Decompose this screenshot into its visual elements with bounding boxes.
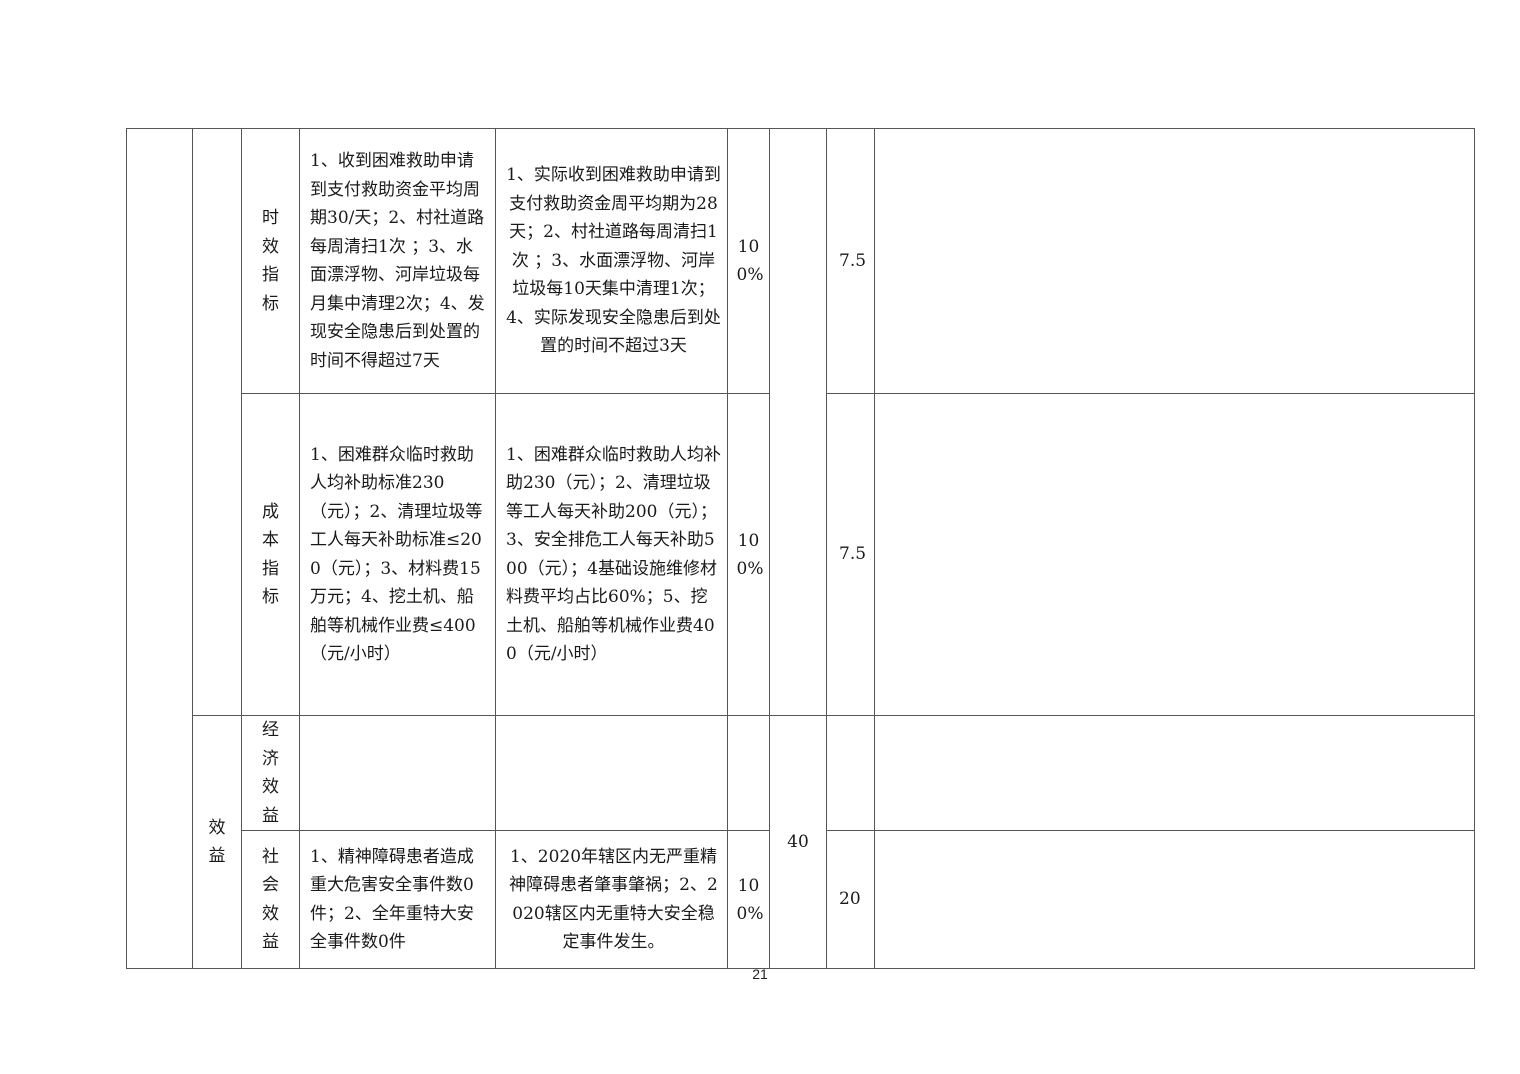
level2-cell bbox=[192, 128, 242, 716]
level1-cell bbox=[126, 128, 193, 969]
social-note bbox=[874, 830, 1475, 969]
table-row-cost: 成本指标 1、困难群众临时救助人均补助标准230（元）；2、清理垃圾等工人每天补… bbox=[127, 393, 1475, 716]
page-number: 21 bbox=[752, 966, 768, 982]
social-actual: 1、2020年辖区内无严重精神障碍患者肇事肇祸；2、2020辖区内无重特大安全稳… bbox=[495, 830, 728, 969]
economic-rate bbox=[727, 715, 770, 831]
cost-rate-cell: 100% bbox=[727, 393, 770, 716]
cost-score: 7.5 bbox=[826, 393, 875, 716]
cost-actual: 1、困难群众临时救助人均补助230（元）；2、清理垃圾等工人每天补助200（元）… bbox=[495, 393, 728, 716]
cost-target: 1、困难群众临时救助人均补助标准230（元）；2、清理垃圾等工人每天补助标准≤2… bbox=[299, 393, 496, 716]
social-indicator: 社会效益 bbox=[262, 846, 279, 953]
benefit-group-label: 效益 bbox=[208, 817, 226, 867]
social-target: 1、精神障碍患者造成重大危害安全事件数0件；2、全年重特大安全事件数0件 bbox=[299, 830, 496, 969]
timeliness-indicator: 时效指标 bbox=[262, 208, 279, 314]
economic-target bbox=[299, 715, 496, 831]
social-score: 20 bbox=[826, 830, 875, 969]
weight-cell-output bbox=[769, 128, 827, 716]
timeliness-rate: 100% bbox=[736, 237, 764, 285]
benefit-weight: 40 bbox=[769, 715, 827, 969]
table-row-economic: 效益 经济效益 40 bbox=[127, 715, 1475, 969]
social-indicator-cell: 社会效益 bbox=[241, 830, 300, 969]
performance-table: 时效指标 1、收到困难救助申请到支付救助资金平均周期30/天；2、村社道路每周清… bbox=[126, 128, 1475, 969]
timeliness-rate-cell: 100% bbox=[727, 128, 770, 394]
economic-indicator: 经济效益 bbox=[262, 720, 279, 826]
table-row-timeliness: 时效指标 1、收到困难救助申请到支付救助资金平均周期30/天；2、村社道路每周清… bbox=[126, 128, 1475, 969]
cost-note bbox=[874, 393, 1475, 716]
economic-actual bbox=[495, 715, 728, 831]
timeliness-note bbox=[874, 128, 1475, 394]
social-rate-cell: 100% bbox=[727, 830, 770, 969]
benefit-group-cell: 效益 bbox=[192, 715, 242, 969]
cost-indicator: 成本指标 bbox=[262, 501, 279, 608]
timeliness-target: 1、收到困难救助申请到支付救助资金平均周期30/天；2、村社道路每周清扫1次 ；… bbox=[299, 128, 496, 394]
economic-indicator-cell: 经济效益 bbox=[241, 715, 300, 831]
cost-rate: 100% bbox=[736, 530, 764, 579]
cost-indicator-cell: 成本指标 bbox=[241, 393, 300, 716]
economic-note bbox=[874, 715, 1475, 831]
economic-score bbox=[826, 715, 875, 831]
social-rate: 100% bbox=[736, 875, 764, 924]
timeliness-actual: 1、实际收到困难救助申请到支付救助资金周平均期为28天；2、村社道路每周清扫1次… bbox=[495, 128, 728, 394]
timeliness-indicator-cell: 时效指标 bbox=[241, 128, 300, 394]
table-row-social: 社会效益 1、精神障碍患者造成重大危害安全事件数0件；2、全年重特大安全事件数0… bbox=[127, 830, 1475, 969]
timeliness-score: 7.5 bbox=[826, 128, 875, 394]
